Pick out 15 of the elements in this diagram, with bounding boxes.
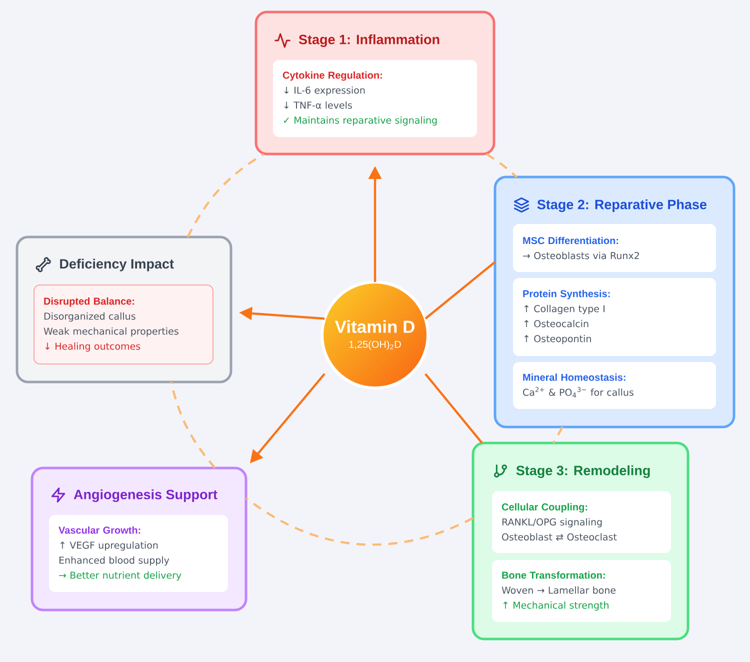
- dashed-line: [170, 382, 216, 469]
- connector-line: [424, 373, 483, 444]
- dashed-line: [486, 153, 518, 178]
- info-card: Bone Transformation: Woven → Lamellar bone ↑ Mechanical strength: [492, 560, 671, 622]
- dashed-line: [245, 497, 474, 546]
- connector-line: [424, 261, 496, 320]
- info-card: Cellular Coupling: RANKL/OPG signaling Osteoblast ⇄ Osteoclast: [492, 491, 671, 553]
- info-card: Mineral Homeostasis: Ca$^{2+}$ & PO$_{4}$$^{3−}$ for callus: [513, 362, 716, 409]
- dashed-line: [186, 153, 264, 238]
- info-card: Vascular Growth: ↑ VEGF upregulation Enhanced blood supply → Better nutrient delivery: [49, 515, 228, 592]
- info-card: MSC Differentiation: → Osteoblasts via Runx2: [513, 224, 716, 272]
- info-card: Disrupted Balance: Disorganized callus Weak mechanical properties ↓ Healing outcomes: [34, 284, 214, 364]
- info-card: Protein Synthesis: ↑ Collagen type I ↑ Osteocalcin ↑ Osteopontin: [513, 278, 716, 356]
- dashed-line: [552, 426, 564, 444]
- info-card: Cytokine Regulation: ↓ IL-6 expression ↓ TNF-α levels ✓ Maintains reparative signaling: [273, 60, 477, 137]
